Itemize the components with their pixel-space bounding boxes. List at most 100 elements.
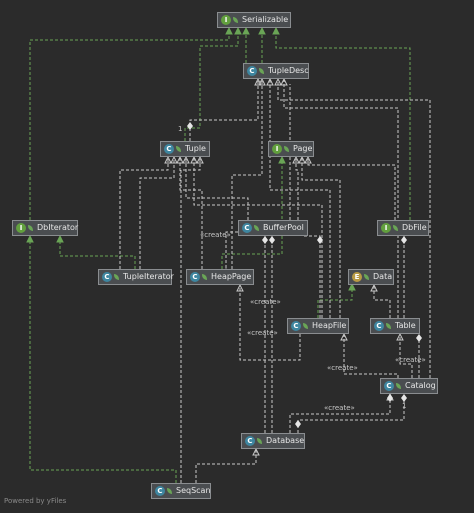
- node-tuple[interactable]: C Tuple: [160, 141, 210, 157]
- leaf-icon: [386, 323, 391, 329]
- connector-line: [269, 79, 331, 318]
- node-page[interactable]: I Page: [268, 141, 314, 157]
- arrowhead: [254, 77, 262, 86]
- multiplicity-label: 1: [178, 125, 183, 133]
- leaf-icon: [254, 225, 259, 231]
- arrowhead: [258, 26, 266, 35]
- node-label: Serializable: [242, 15, 289, 24]
- node-label: Catalog: [405, 381, 436, 390]
- node-tupleiterator[interactable]: C TupleIterator: [98, 269, 174, 285]
- connector-line: [317, 284, 353, 318]
- leaf-icon: [28, 225, 33, 231]
- connector-line: [277, 79, 431, 378]
- node-label: DbFile: [402, 223, 427, 232]
- connector-line: [29, 236, 177, 483]
- arrowhead: [170, 155, 178, 164]
- connector-line: [275, 28, 411, 220]
- composition-diamond: [187, 122, 193, 130]
- node-dbiterator[interactable]: I DbIterator: [12, 220, 78, 236]
- arrowhead: [252, 447, 260, 456]
- node-heappage[interactable]: C HeapPage: [186, 269, 254, 285]
- node-label: Table: [395, 321, 416, 330]
- edge-label-create: «create»: [324, 404, 355, 412]
- node-dbfile[interactable]: I DbFile: [377, 220, 429, 236]
- arrowhead: [190, 155, 198, 164]
- leaf-icon: [303, 323, 308, 329]
- arrowhead: [266, 77, 274, 86]
- node-tupledesc[interactable]: C TupleDesc: [243, 63, 309, 79]
- edge-label-create: «create»: [250, 298, 281, 306]
- interface-icon: I: [221, 15, 231, 25]
- leaf-icon: [259, 68, 264, 74]
- composition-diamond: [295, 420, 301, 428]
- composition-diamond: [416, 334, 422, 342]
- leaf-icon: [257, 438, 262, 444]
- node-label: HeapPage: [211, 272, 252, 281]
- leaf-icon: [114, 274, 119, 280]
- arrowhead: [370, 283, 378, 292]
- leaf-icon: [393, 225, 398, 231]
- connector-line: [307, 157, 396, 220]
- leaf-icon: [233, 17, 238, 23]
- node-label: Tuple: [185, 144, 206, 153]
- connector-line: [189, 79, 259, 141]
- edge-label-create: «create»: [395, 356, 426, 364]
- connector-line: [373, 285, 391, 318]
- arrowhead: [236, 283, 244, 292]
- arrowhead: [176, 155, 184, 164]
- connector-line: [221, 157, 283, 269]
- edge-label-create: «create»: [200, 231, 231, 239]
- node-seqscan[interactable]: C SeqScan: [151, 483, 211, 499]
- node-label: DbIterator: [37, 223, 79, 232]
- class-icon: C: [164, 144, 174, 154]
- arrowhead: [340, 332, 348, 341]
- arrowhead: [272, 26, 280, 35]
- node-data[interactable]: E Data: [348, 269, 394, 285]
- arrowhead: [234, 26, 242, 35]
- leaf-icon: [202, 274, 207, 280]
- connector-line: [119, 157, 169, 269]
- node-label: HeapFile: [312, 321, 347, 330]
- node-heapfile[interactable]: C HeapFile: [287, 318, 349, 334]
- composition-diamond: [317, 236, 323, 244]
- node-table[interactable]: C Table: [370, 318, 420, 334]
- arrowhead: [164, 155, 172, 164]
- enum-icon: E: [352, 272, 362, 282]
- connector-line: [59, 236, 136, 269]
- multiplicity-label: 1: [402, 402, 407, 410]
- connector-line: [343, 334, 399, 378]
- connector-line: [239, 285, 301, 361]
- arrowhead: [278, 155, 286, 164]
- node-catalog[interactable]: C Catalog: [380, 378, 438, 394]
- leaf-icon: [284, 146, 289, 152]
- node-serializable[interactable]: I Serializable: [217, 12, 291, 28]
- connector-line: [180, 157, 201, 483]
- node-label: BufferPool: [263, 223, 304, 232]
- connector-line: [179, 157, 203, 269]
- connector-line: [289, 394, 391, 433]
- connector-line: [185, 157, 249, 220]
- arrowhead: [298, 155, 306, 164]
- arrowhead: [304, 155, 312, 164]
- arrowhead: [396, 332, 404, 341]
- node-label: TupleDesc: [268, 66, 309, 75]
- composition-diamond: [269, 236, 275, 244]
- class-icon: C: [291, 321, 301, 331]
- edge-label-create: «create»: [327, 364, 358, 372]
- node-bufferpool[interactable]: C BufferPool: [238, 220, 308, 236]
- arrowhead: [182, 155, 190, 164]
- node-label: Data: [373, 272, 393, 281]
- leaf-icon: [396, 383, 401, 389]
- interface-icon: I: [16, 223, 26, 233]
- leaf-icon: [176, 146, 181, 152]
- class-icon: C: [374, 321, 384, 331]
- arrowhead: [280, 77, 288, 86]
- node-label: Database: [266, 436, 305, 445]
- arrowhead: [26, 234, 34, 243]
- class-icon: C: [155, 486, 165, 496]
- class-icon: C: [384, 381, 394, 391]
- connector-line: [399, 334, 413, 378]
- node-database[interactable]: C Database: [241, 433, 305, 449]
- edge-label-create: «create»: [247, 329, 278, 337]
